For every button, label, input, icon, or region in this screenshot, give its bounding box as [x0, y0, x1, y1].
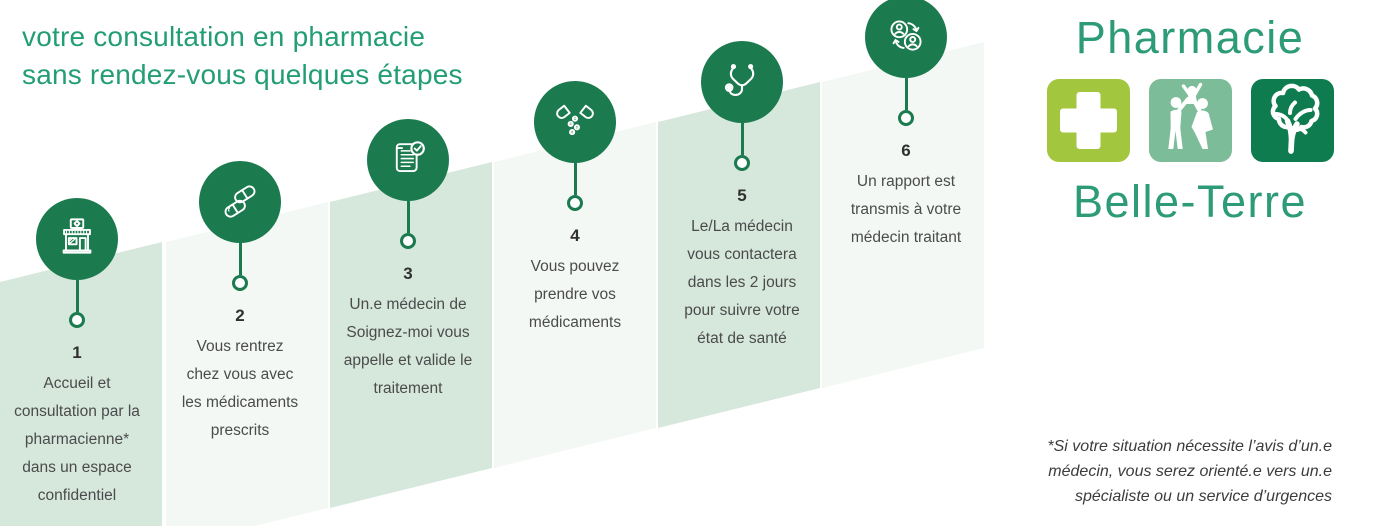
step-panel-3 — [330, 162, 492, 508]
step-1-circle — [36, 198, 118, 280]
step-6-number: 6 — [901, 141, 911, 160]
step-3-text: Un.e médecin de Soignez-moi vous appelle… — [343, 296, 473, 397]
step-5-number: 5 — [737, 186, 747, 205]
step-2-circle — [199, 161, 281, 243]
connector-ring — [567, 195, 583, 211]
connector-ring — [734, 155, 750, 171]
step-4: 4 Vous pouvez prendre vos médicaments — [465, 81, 685, 337]
step-1: 1 Accueil et consultation par la pharmac… — [0, 198, 187, 510]
family-icon — [1148, 79, 1232, 162]
step-panel-5 — [658, 82, 820, 428]
prescription-scroll-icon — [395, 141, 425, 172]
step-3: 3 Un.e médecin de Soignez-moi vous appel… — [298, 119, 518, 403]
tree-icon — [1250, 79, 1334, 162]
connector-ring — [232, 275, 248, 291]
step-2: 2 Vous rentrez chez vous avec les médica… — [130, 161, 350, 445]
connector-stem — [904, 78, 908, 110]
step-3-circle — [367, 119, 449, 201]
logo-name-top: Pharmacie — [1075, 12, 1305, 63]
connector-stem — [406, 201, 410, 233]
step-panel-1 — [0, 242, 162, 526]
capsules-icon — [224, 185, 256, 218]
step-4-number: 4 — [570, 226, 580, 245]
page-title: votre consultation en pharmacie sans ren… — [22, 21, 463, 90]
footnote: *Si votre situation nécessite l’avis d’u… — [1047, 438, 1332, 505]
connector-ring — [400, 233, 416, 249]
step-5: 5 Le/La médecin vous contactera dans les… — [632, 41, 852, 353]
step-5-text: Le/La médecin vous contactera dans les 2… — [684, 218, 800, 347]
connector-stem — [573, 163, 577, 195]
step-6: 6 Un rapport est transmis à votre médeci… — [796, 0, 1016, 252]
step-panel-6 — [822, 42, 984, 388]
medical-cross-icon — [1046, 79, 1130, 162]
pharmacy-logo: Pharmacie — [1040, 12, 1340, 228]
stethoscope-icon — [724, 63, 755, 96]
pharmacy-storefront-icon — [62, 218, 92, 254]
connector-stem — [75, 280, 79, 312]
logo-name-bottom: Belle-Terre — [1072, 176, 1308, 227]
open-capsule-pills-icon — [556, 104, 594, 136]
step-panel-2 — [166, 202, 328, 526]
step-2-text: Vous rentrez chez vous avec les médicame… — [181, 338, 299, 439]
connector-ring — [69, 312, 85, 328]
step-4-text: Vous pouvez prendre vos médicaments — [528, 258, 622, 331]
connector-ring — [898, 110, 914, 126]
step-1-text: Accueil et consultation par la pharmacie… — [14, 375, 140, 504]
step-3-number: 3 — [403, 264, 413, 283]
logo-squares — [1040, 79, 1340, 162]
step-6-text: Un rapport est transmis à votre médecin … — [850, 173, 962, 246]
connector-stem — [740, 123, 744, 155]
step-5-circle — [701, 41, 783, 123]
step-4-circle — [534, 81, 616, 163]
step-6-circle — [865, 0, 947, 78]
step-2-number: 2 — [235, 306, 245, 325]
step-1-number: 1 — [72, 343, 82, 362]
connector-stem — [238, 243, 242, 275]
report-transfer-icon — [890, 20, 922, 51]
